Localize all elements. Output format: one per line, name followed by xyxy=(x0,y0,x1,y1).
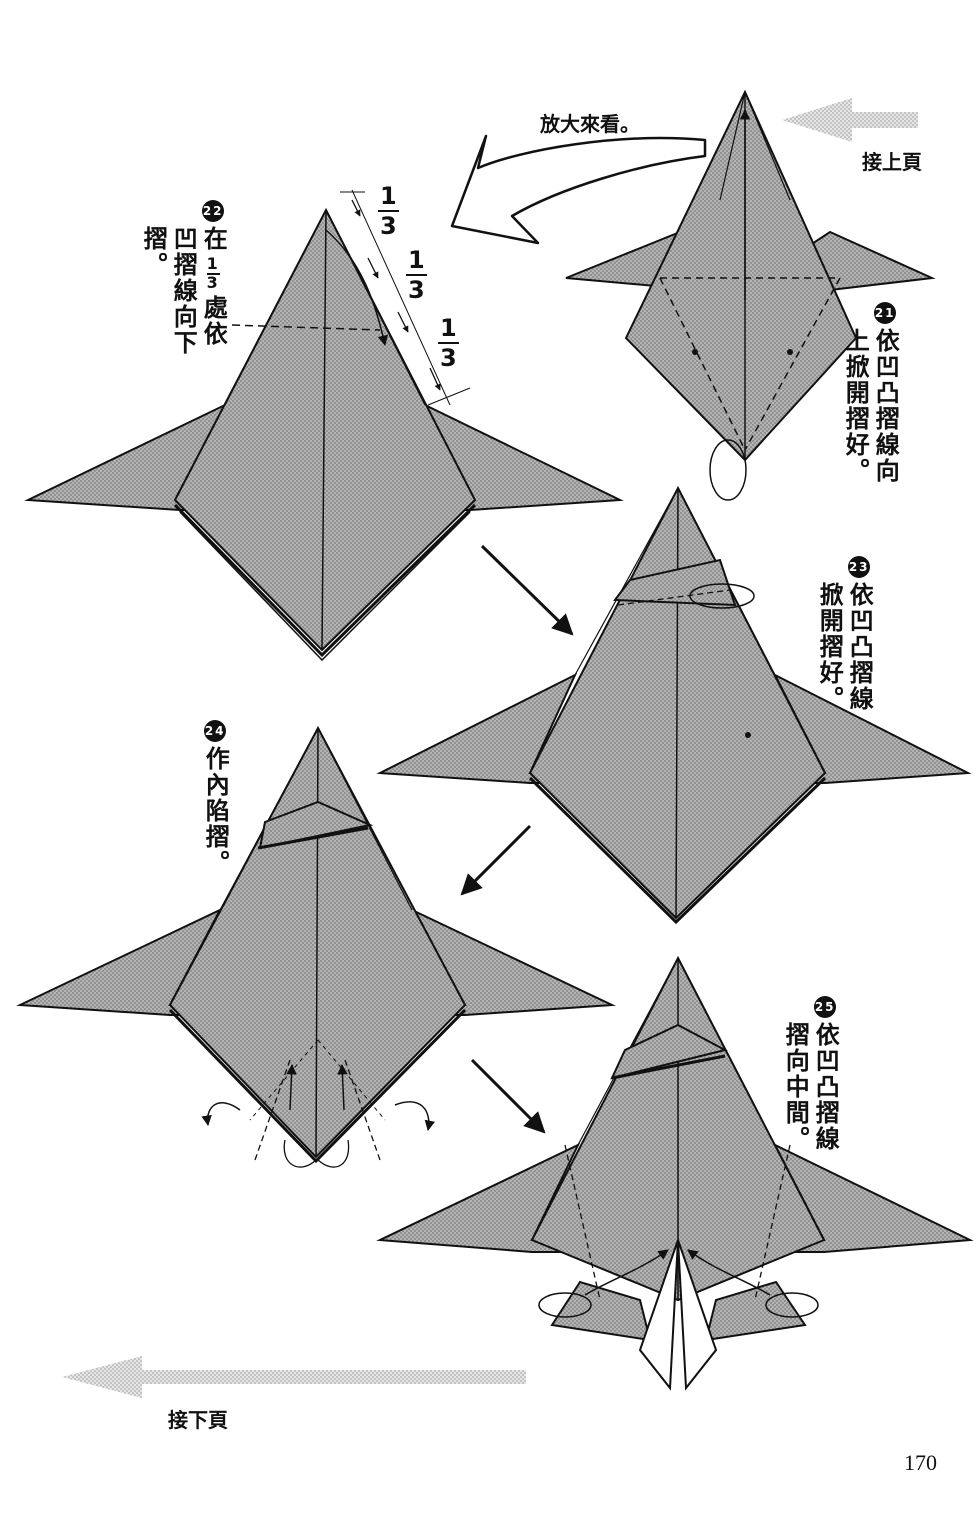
figure-step-23 xyxy=(376,485,972,925)
continue-from-arrow xyxy=(782,98,918,142)
figure-step-24 xyxy=(16,725,616,1168)
step-22-instruction-line3: 摺。 xyxy=(139,226,168,278)
step-25-number: 25 xyxy=(814,996,837,1018)
step-23-number: 23 xyxy=(848,556,871,578)
step-21-instruction: 21依凹凸摺線向 xyxy=(871,302,899,484)
step-21-instruction-line2: 上掀開摺好。 xyxy=(841,328,870,484)
step-23-instruction-line2: 掀開摺好。 xyxy=(815,582,844,712)
continue-to-label: 接下頁 xyxy=(168,1408,228,1432)
flow-arrow xyxy=(480,544,574,636)
figure-step-22 xyxy=(24,189,624,662)
continue-from-label: 接上頁 xyxy=(862,150,922,174)
step-23-instruction: 23依凹凸摺線 xyxy=(845,556,873,712)
step-24-number: 24 xyxy=(204,720,227,742)
step-22-instruction-line2: 凹摺線向下 xyxy=(169,226,198,356)
enlarge-label: 放大來看。 xyxy=(540,112,640,136)
flow-arrow xyxy=(470,1058,546,1134)
step-21-number: 21 xyxy=(874,302,897,324)
step-24-instruction: 24作內陷摺。 xyxy=(201,720,229,876)
continue-to-arrow xyxy=(62,1356,526,1398)
figure-step-21 xyxy=(565,89,936,501)
step-22-number: 22 xyxy=(202,200,225,222)
step-25-instruction: 25依凹凸摺線 xyxy=(811,996,839,1152)
page-number: 170 xyxy=(904,1450,937,1475)
flow-arrow xyxy=(460,824,532,896)
figure-step-25 xyxy=(376,955,974,1391)
step-25-instruction-line2: 摺向中間。 xyxy=(781,1022,810,1152)
enlarge-arrow xyxy=(450,134,707,245)
